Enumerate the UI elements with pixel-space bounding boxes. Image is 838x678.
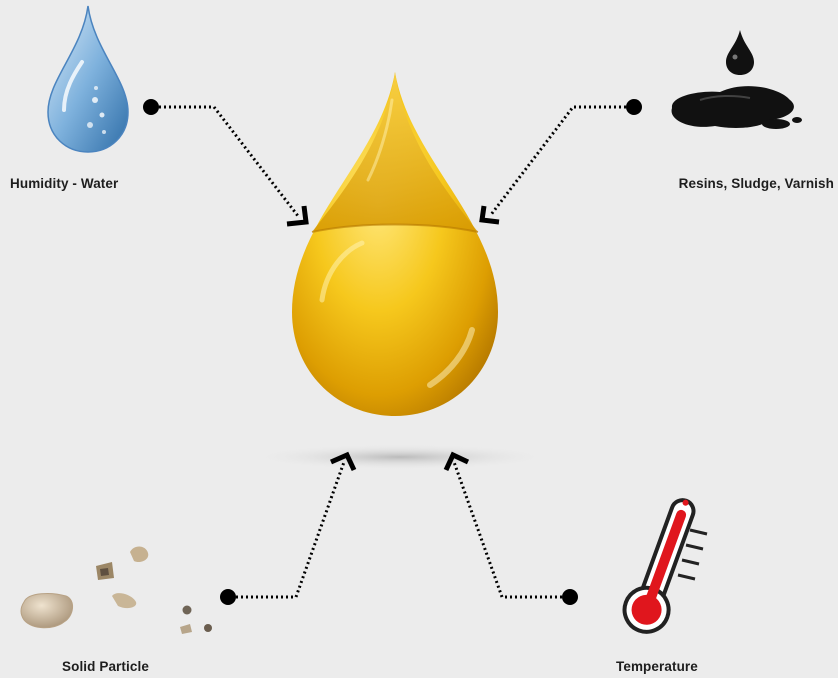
label-temperature: Temperature (616, 659, 698, 674)
oil-drop-icon (292, 72, 498, 416)
thermometer-icon (618, 492, 707, 638)
connector-temperature (446, 455, 578, 605)
water-drop-icon (48, 6, 128, 152)
connector-solid (220, 455, 354, 605)
sludge-puddle-icon (672, 30, 802, 129)
label-resins-sludge-varnish: Resins, Sludge, Varnish (679, 176, 834, 191)
label-solid-particle: Solid Particle (62, 659, 149, 674)
label-humidity-water: Humidity - Water (10, 176, 118, 191)
particles-icon (21, 546, 212, 634)
connector-resins (482, 99, 642, 222)
connector-humidity (143, 99, 306, 224)
oil-drop-shadow (250, 444, 550, 470)
